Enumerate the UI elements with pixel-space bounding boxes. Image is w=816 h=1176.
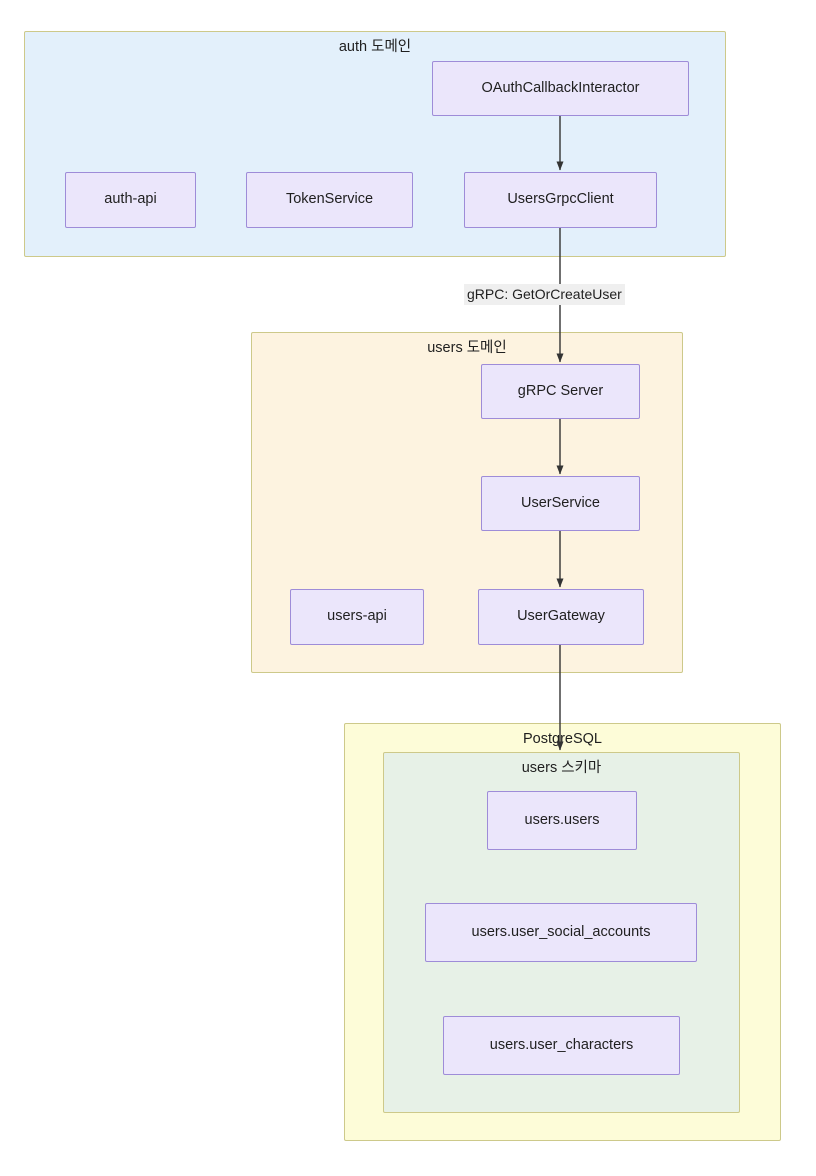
node-userservice[interactable]: UserService	[481, 476, 640, 531]
node-usersgrpcclient[interactable]: UsersGrpcClient	[464, 172, 657, 228]
node-users-user-characters[interactable]: users.user_characters	[443, 1016, 680, 1075]
subgraph-title-users-domain: users 도메인	[427, 340, 507, 356]
node-users-user-social-accounts[interactable]: users.user_social_accounts	[425, 903, 697, 962]
node-tokenservice[interactable]: TokenService	[246, 172, 413, 228]
node-users-users[interactable]: users.users	[487, 791, 637, 850]
edge-label-grpc-getorcreateuser: gRPC: GetOrCreateUser	[464, 284, 625, 305]
node-usergateway[interactable]: UserGateway	[478, 589, 644, 645]
node-users-api[interactable]: users-api	[290, 589, 424, 645]
node-oauthcallbackinteractor[interactable]: OAuthCallbackInteractor	[432, 61, 689, 116]
node-auth-api[interactable]: auth-api	[65, 172, 196, 228]
subgraph-title-auth-domain: auth 도메인	[338, 39, 412, 55]
node-grpc-server[interactable]: gRPC Server	[481, 364, 640, 419]
subgraph-title-postgresql: PostgreSQL	[523, 731, 602, 747]
subgraph-title-users-schema: users 스키마	[521, 760, 602, 776]
